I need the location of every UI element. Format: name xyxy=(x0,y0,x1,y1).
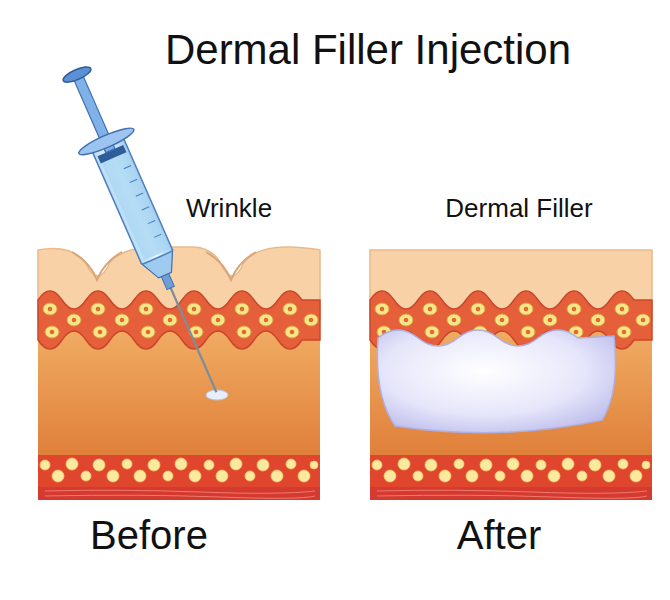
wrinkle-groove xyxy=(72,252,122,280)
part-label: Dermal Filler xyxy=(445,194,592,224)
wrinkle-groove xyxy=(206,252,256,280)
filler-blob xyxy=(377,330,615,433)
part-label: Wrinkle xyxy=(186,194,272,224)
title: Dermal Filler Injection xyxy=(165,26,571,74)
state-caption: Before xyxy=(90,512,208,558)
papillary-band xyxy=(38,291,320,349)
fat-layer xyxy=(370,455,652,500)
state-caption: After xyxy=(457,512,541,558)
fat-layer xyxy=(38,455,320,500)
syringe xyxy=(48,58,244,404)
